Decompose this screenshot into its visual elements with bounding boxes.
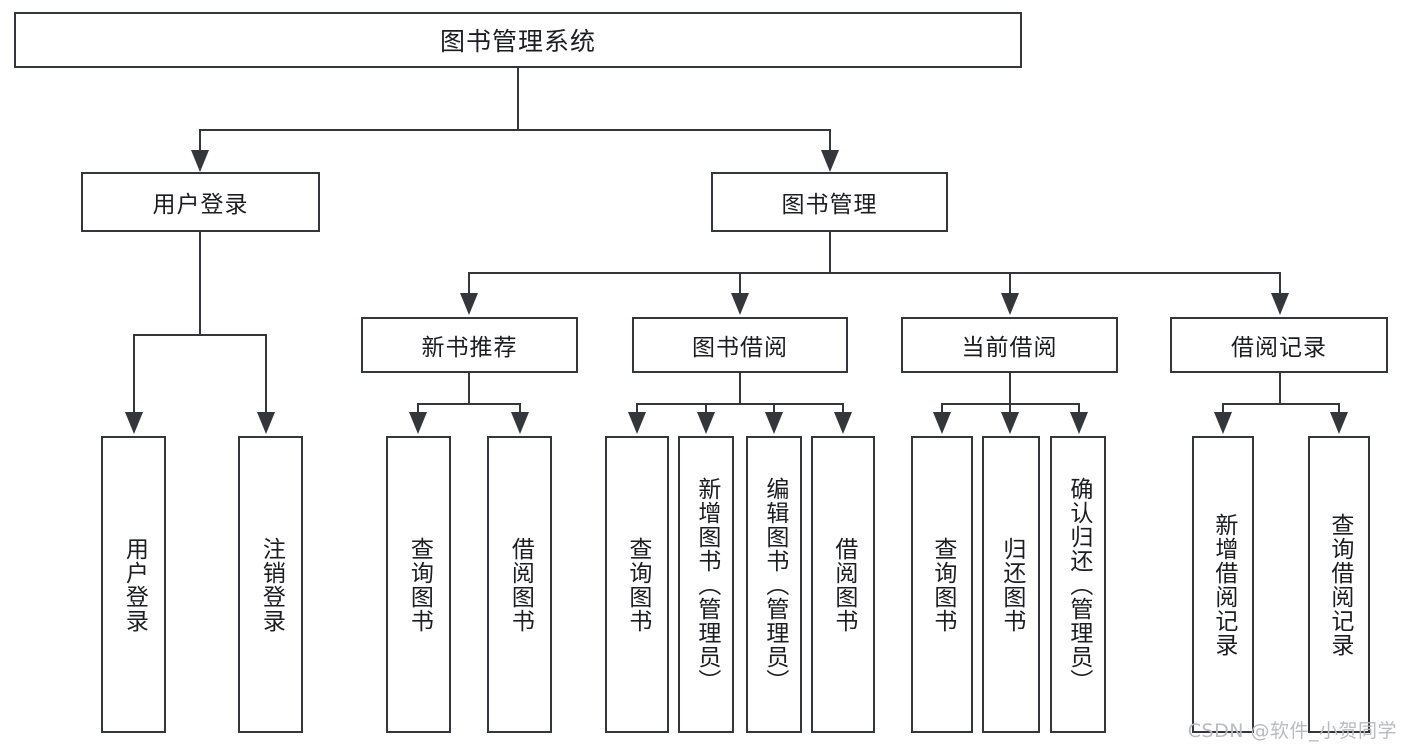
arrowhead-leaf-return-book (1001, 412, 1019, 434)
node-label: 图书管理系统 (439, 27, 596, 56)
node-label: 图书借阅 (692, 335, 788, 361)
node-label: 注销登录 (258, 536, 285, 633)
node-current-borrow[interactable]: 当前借阅 (901, 317, 1118, 373)
node-label: 确认归还（管理员） (1065, 476, 1092, 693)
connector-user-login-stem (199, 232, 201, 336)
node-book-borrow[interactable]: 图书借阅 (632, 317, 848, 373)
connector-nbr-to-leaf1 (417, 403, 419, 416)
connector-bb-to-leaf4 (842, 403, 844, 416)
arrowhead-leaf-query-book-3 (933, 412, 951, 434)
node-leaf-query-book-2[interactable]: 查询图书 (605, 436, 669, 733)
node-leaf-query-book-3[interactable]: 查询图书 (911, 436, 973, 733)
connector-root-to-book-management (829, 129, 831, 154)
node-leaf-add-book-admin[interactable]: 新增图书（管理员） (678, 436, 734, 733)
arrowhead-book-management (821, 150, 839, 172)
arrowhead-leaf-edit-book-admin (765, 412, 783, 434)
node-leaf-return-book[interactable]: 归还图书 (982, 436, 1040, 733)
connector-cb-stem (1009, 373, 1011, 405)
node-leaf-confirm-return-admin[interactable]: 确认归还（管理员） (1050, 436, 1106, 733)
connector-user-login-bus (133, 334, 267, 336)
node-user-login[interactable]: 用户登录 (81, 172, 320, 232)
node-label: 归还图书 (998, 536, 1025, 633)
connector-br-stem (1279, 373, 1281, 405)
connector-bb-stem (739, 373, 741, 405)
connector-nbr-to-leaf2 (519, 403, 521, 416)
connector-user-login-to-leaf2 (265, 334, 267, 416)
node-label: 新书推荐 (421, 335, 518, 361)
node-label: 查询借阅记录 (1326, 512, 1353, 657)
connector-br-bus (1222, 403, 1339, 405)
arrowhead-leaf-query-book-2 (628, 412, 646, 434)
connector-br-to-leaf1 (1222, 403, 1224, 416)
connector-cb-to-leaf2 (1009, 403, 1011, 416)
arrowhead-current-borrow (1001, 293, 1019, 315)
node-leaf-borrow-book-1[interactable]: 借阅图书 (487, 436, 552, 733)
node-label: 用户登录 (121, 536, 148, 633)
connector-root-bus (199, 129, 831, 131)
arrowhead-leaf-logout-login (257, 412, 275, 434)
arrowhead-leaf-query-book-1 (409, 412, 427, 434)
connector-bb-to-leaf3 (773, 403, 775, 416)
arrowhead-book-borrow (731, 293, 749, 315)
connector-root-stem (517, 68, 519, 130)
node-label: 新增借阅记录 (1210, 512, 1237, 657)
node-leaf-add-borrow-record[interactable]: 新增借阅记录 (1192, 436, 1254, 733)
node-label: 查询图书 (929, 536, 956, 633)
arrowhead-borrow-record (1271, 293, 1289, 315)
connector-nbr-stem (468, 373, 470, 405)
node-leaf-query-book-1[interactable]: 查询图书 (386, 436, 451, 733)
node-label: 借阅图书 (830, 536, 857, 633)
connector-cb-to-leaf3 (1078, 403, 1080, 416)
node-leaf-edit-book-admin[interactable]: 编辑图书（管理员） (746, 436, 802, 733)
node-leaf-borrow-book-2[interactable]: 借阅图书 (811, 436, 875, 733)
connector-nbr-bus (417, 403, 520, 405)
connector-bm-to-new-book-recommend (468, 272, 470, 297)
connector-bb-to-leaf2 (705, 403, 707, 416)
connector-book-management-stem (829, 232, 831, 274)
node-book-management[interactable]: 图书管理 (711, 172, 948, 232)
arrowhead-leaf-user-login (125, 412, 143, 434)
node-leaf-query-borrow-record[interactable]: 查询借阅记录 (1308, 436, 1370, 733)
arrowhead-leaf-query-borrow-record (1330, 412, 1348, 434)
node-label: 查询图书 (406, 536, 433, 633)
node-label: 借阅记录 (1231, 335, 1327, 361)
node-label: 当前借阅 (961, 335, 1058, 361)
connector-user-login-to-leaf1 (133, 334, 135, 416)
node-label: 新增图书（管理员） (693, 476, 720, 693)
node-book-management-system[interactable]: 图书管理系统 (14, 12, 1022, 68)
node-new-book-recommend[interactable]: 新书推荐 (361, 317, 578, 373)
connector-bm-to-book-borrow (739, 272, 741, 297)
connector-br-to-leaf2 (1338, 403, 1340, 416)
arrowhead-new-book-recommend (460, 293, 478, 315)
node-borrow-record[interactable]: 借阅记录 (1170, 317, 1388, 373)
arrowhead-user-login (191, 150, 209, 172)
arrowhead-leaf-confirm-return-admin (1070, 412, 1088, 434)
connector-bm-to-borrow-record (1279, 272, 1281, 297)
connector-bm-to-current-borrow (1009, 272, 1011, 297)
connector-cb-to-leaf1 (941, 403, 943, 416)
node-label: 用户登录 (152, 192, 249, 218)
connector-bb-bus (636, 403, 844, 405)
connector-bb-to-leaf1 (636, 403, 638, 416)
node-label: 编辑图书（管理员） (761, 476, 788, 693)
node-label: 查询图书 (624, 536, 651, 633)
node-label: 图书管理 (781, 192, 878, 218)
node-leaf-user-login[interactable]: 用户登录 (101, 436, 166, 733)
arrowhead-leaf-borrow-book-1 (511, 412, 529, 434)
connector-book-management-bus (468, 272, 1280, 274)
node-label: 借阅图书 (507, 536, 534, 633)
connector-root-to-user-login (199, 129, 201, 154)
node-leaf-logout-login[interactable]: 注销登录 (238, 436, 303, 733)
arrowhead-leaf-add-borrow-record (1214, 412, 1232, 434)
csdn-watermark: CSDN @软件_小贺同学 (1187, 720, 1397, 742)
arrowhead-leaf-borrow-book-2 (834, 412, 852, 434)
arrowhead-leaf-add-book-admin (697, 412, 715, 434)
